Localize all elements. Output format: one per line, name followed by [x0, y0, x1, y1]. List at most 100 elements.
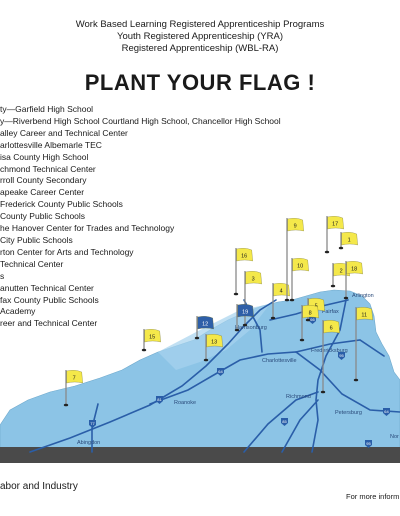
flag-markers: 123456789101112131516171819: [63, 216, 373, 407]
flag-cloth: [341, 232, 358, 246]
flag-base: [299, 338, 305, 342]
flag-cloth: [327, 216, 344, 230]
city-norfolk: Nor: [390, 434, 399, 440]
flag-cloth: [237, 304, 254, 318]
list-item: Technical Center: [0, 258, 64, 269]
ground-strip: [0, 447, 400, 463]
svg-text:95: 95: [366, 441, 371, 446]
flag-number: 10: [297, 264, 303, 270]
road-i81: [29, 299, 277, 453]
flag-base: [343, 296, 349, 300]
flag-number: 7: [73, 376, 76, 382]
flag-cloth: [356, 307, 373, 321]
flag-base: [63, 403, 69, 407]
road-east: [295, 339, 385, 357]
list-item: chmond Technical Center: [0, 163, 96, 174]
flag-number: 12: [202, 322, 208, 328]
highway-shield: 95: [338, 352, 345, 360]
flag-marker: 4: [270, 283, 290, 320]
list-item: fax County Public Schools: [0, 294, 99, 305]
svg-text:95: 95: [339, 353, 344, 358]
list-item: rton Center for Arts and Technology: [0, 246, 134, 257]
flag-marker: 1: [338, 232, 358, 250]
flag-number: 15: [149, 335, 155, 341]
road-i85: [281, 399, 319, 453]
list-item: ty—Garfield High School: [0, 104, 94, 114]
flag-marker: 8: [299, 305, 319, 342]
city-fairfax: Fairfax: [322, 309, 339, 315]
city-charlottesville: Charlottesville: [262, 358, 297, 364]
highway-shield: 64: [383, 408, 390, 416]
flag-marker: 12: [194, 316, 214, 340]
flag-cloth: [66, 370, 83, 384]
flag-marker: 19: [234, 304, 254, 332]
flag-number: 6: [330, 326, 333, 332]
city-harrisonburg: Harrisonburg: [235, 325, 267, 331]
flag-cloth: [273, 283, 290, 297]
flag-base: [234, 328, 240, 332]
highway-shield: 81: [156, 396, 163, 404]
flag-base: [233, 292, 239, 296]
flag-marker: 10: [289, 258, 309, 302]
flag-base: [330, 284, 336, 288]
flag-cloth: [144, 329, 161, 343]
highway-shield: 95: [365, 440, 372, 448]
highway-shield: 66: [309, 316, 316, 324]
flag-marker: 9: [284, 218, 304, 302]
flag-base: [284, 298, 290, 302]
flag-marker: 11: [353, 307, 373, 382]
page-title: PLANT YOUR FLAG !: [84, 70, 316, 95]
flag-base: [242, 323, 248, 327]
flag-base: [270, 316, 276, 320]
list-item: apeake Career Center: [0, 187, 85, 198]
svg-text:66: 66: [310, 317, 315, 322]
list-item: County Public Schools: [0, 211, 86, 222]
flag-marker: 13: [203, 334, 223, 362]
flag-number: 19: [242, 310, 248, 316]
list-item: alley Career and Technical Center: [0, 127, 128, 138]
road-i64: [149, 351, 400, 413]
svg-text:81: 81: [157, 397, 162, 402]
list-item: isa County High School: [0, 151, 89, 162]
flag-cloth: [346, 261, 363, 275]
flag-marker: 16: [233, 248, 253, 296]
program-heading: Work Based Learning Registered Apprentic…: [75, 19, 325, 30]
highway-shield: 85: [281, 418, 288, 426]
flag-number: 1: [348, 238, 351, 244]
footer-more-info-text: For more inform: [346, 492, 400, 501]
city-arlington: Arlington: [352, 293, 374, 299]
svg-text:85: 85: [282, 419, 287, 424]
flag-base: [324, 250, 330, 254]
city-richmond: Richmond: [286, 394, 311, 400]
flag-cloth: [197, 316, 214, 330]
city-fredericksburg: Fredericksburg: [311, 348, 348, 354]
highway-shield: 77: [89, 420, 96, 428]
road-i95: [311, 299, 347, 453]
list-item: Frederick County Public Schools: [0, 199, 123, 210]
city-roanoke: Roanoke: [174, 400, 196, 406]
flag-cloth: [245, 271, 262, 285]
flag-number: 16: [241, 254, 247, 260]
svg-text:64: 64: [218, 369, 223, 374]
flag-marker: 15: [141, 329, 161, 352]
flag-number: 4: [280, 289, 283, 295]
list-item: he Hanover Center for Trades and Technol…: [0, 223, 175, 234]
flag-cloth: [323, 320, 340, 334]
flag-cloth: [292, 258, 309, 272]
program-list: ty—Garfield High School y—Riverbend High…: [0, 104, 400, 330]
list-item: s: [0, 270, 5, 281]
road-i77: [91, 403, 99, 453]
program-subheading-yra: Youth Registered Apprenticeship (YRA): [117, 31, 283, 42]
flag-base: [289, 298, 295, 302]
flag-number: 18: [351, 267, 357, 273]
flag-base: [353, 378, 359, 382]
list-item: Academy: [0, 306, 36, 317]
flag-number: 9: [294, 224, 297, 230]
flag-cloth: [236, 248, 253, 262]
list-item: rroll County Secondary: [0, 175, 87, 186]
flag-number: 2: [340, 269, 343, 275]
city-petersburg: Petersburg: [335, 410, 362, 416]
flag-cloth: [206, 334, 223, 348]
flag-number: 8: [309, 311, 312, 317]
